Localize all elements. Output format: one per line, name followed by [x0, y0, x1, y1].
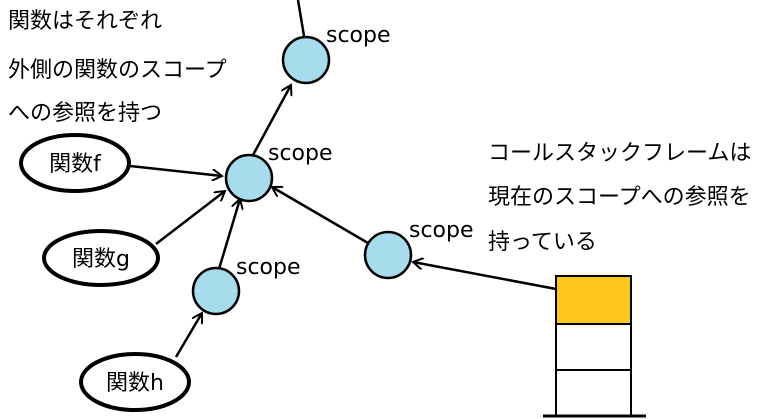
- function-h: 関数h: [79, 352, 191, 412]
- edge-g-to-middle: [155, 191, 225, 245]
- scope-node-top: [281, 35, 331, 85]
- edge-frame-to-right: [413, 262, 573, 294]
- edge-h-to-lower-left: [174, 313, 202, 358]
- function-f-ellipse: [19, 133, 131, 193]
- note-left: 関数はそれぞれ 外側の関数のスコープ への参照を持つ: [8, 9, 227, 126]
- note-left-line-1: 関数はそれぞれ: [8, 9, 162, 34]
- function-g-ellipse: [42, 229, 160, 287]
- scope-node-lower-left: [191, 266, 241, 316]
- note-left-line-3: への参照を持つ: [8, 101, 162, 126]
- call-stack-frame: [555, 323, 632, 371]
- edge-right-to-middle: [272, 187, 369, 245]
- scope-label-top: scope: [326, 23, 391, 48]
- edge-f-to-middle: [129, 164, 222, 176]
- note-left-line-2: 外側の関数のスコープ: [8, 58, 227, 83]
- scope-nodes: [191, 35, 413, 316]
- call-stack: [543, 275, 646, 418]
- function-g-label: 関数g: [72, 247, 130, 272]
- scope-node-middle: [224, 153, 274, 203]
- function-f-label: 関数f: [49, 152, 102, 177]
- function-h-ellipse: [79, 352, 191, 412]
- scope-label-right: scope: [409, 218, 474, 243]
- edge-middle-to-top: [251, 85, 291, 156]
- scope-label-middle: scope: [268, 141, 333, 166]
- note-right-line-2: 現在のスコープへの参照を: [488, 185, 751, 210]
- note-right-line-1: コールスタックフレームは: [488, 141, 751, 166]
- call-stack-frame: [555, 369, 632, 417]
- edge-top-to-outer: [296, 0, 306, 37]
- edges: [129, 0, 573, 358]
- edge-lower-left-to-middle: [217, 199, 240, 270]
- note-right-line-3: 持っている: [488, 230, 597, 255]
- note-right: コールスタックフレームは 現在のスコープへの参照を 持っている: [488, 141, 751, 255]
- scope-label-lower-left: scope: [236, 255, 301, 280]
- function-g: 関数g: [42, 229, 160, 287]
- call-stack-frame-current: [555, 275, 632, 325]
- scope-node-right: [363, 230, 413, 280]
- scope-labels: scope scope scope scope: [236, 23, 474, 280]
- function-nodes: 関数f 関数g 関数h: [19, 133, 191, 412]
- function-f: 関数f: [19, 133, 131, 193]
- function-h-label: 関数h: [106, 371, 164, 396]
